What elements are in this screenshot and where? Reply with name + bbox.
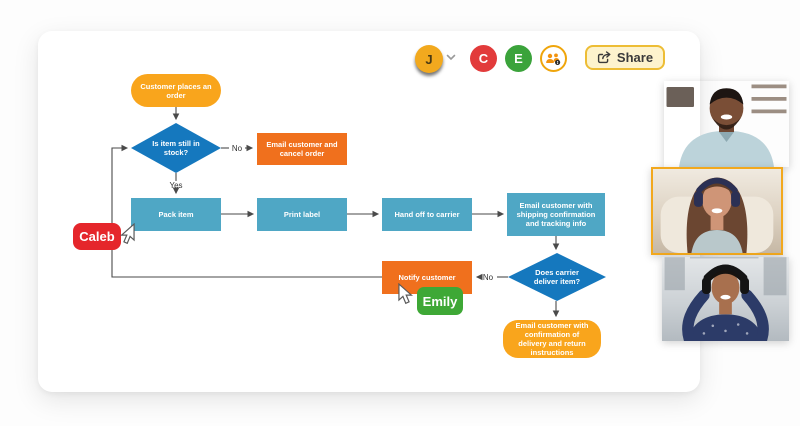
- node-label: Pack item: [158, 210, 194, 219]
- node-label: Customer places an order: [140, 81, 212, 100]
- collaborator-name: Emily: [422, 293, 458, 309]
- flow-node-handoff-carrier[interactable]: Hand off to carrier: [382, 198, 472, 231]
- flow-node-end[interactable]: Email customer with confirmation of deli…: [503, 320, 601, 358]
- collaborator-label-caleb: Caleb: [73, 223, 121, 250]
- cursor-pointer-caleb: [120, 223, 135, 245]
- avatar-initial: E: [514, 51, 523, 66]
- flow-node-print-label[interactable]: Print label: [257, 198, 347, 231]
- share-button[interactable]: Share: [585, 45, 665, 70]
- node-label: Email customer with shipping confirmatio…: [516, 201, 596, 228]
- collaborator-name: Caleb: [79, 229, 115, 244]
- video-tile-participant-1[interactable]: [664, 81, 789, 167]
- participant-1-photo: [666, 84, 787, 167]
- avatar-user-e[interactable]: E: [505, 45, 532, 72]
- avatar-user-c[interactable]: C: [470, 45, 497, 72]
- node-label: Does carrier deliver item?: [533, 268, 581, 286]
- collaborator-label-emily: Emily: [417, 287, 463, 315]
- edge-label-no-stock: No: [232, 144, 243, 153]
- share-icon: [597, 50, 611, 63]
- node-label: Is item still in stock?: [152, 139, 200, 157]
- node-label: Email customer and cancel order: [266, 140, 338, 158]
- flow-node-cancel-order[interactable]: Email customer and cancel order: [257, 133, 347, 165]
- node-label: Print label: [283, 210, 321, 219]
- flow-node-shipping-email[interactable]: Email customer with shipping confirmatio…: [507, 193, 605, 236]
- avatar-user-j[interactable]: J: [415, 45, 443, 73]
- avatar-initial: C: [478, 51, 489, 66]
- node-label: Email customer with confirmation of deli…: [515, 321, 589, 357]
- edge-label-yes-stock: Yes: [169, 181, 182, 190]
- video-tile-participant-2-active[interactable]: [651, 167, 783, 255]
- collaborators-group-button[interactable]: [540, 45, 567, 72]
- participant-2-photo: [660, 177, 774, 253]
- edge-label-no-deliver: No: [483, 273, 494, 282]
- group-people-icon: [546, 53, 561, 65]
- participant-3-photo: [664, 257, 787, 341]
- share-button-label: Share: [616, 50, 654, 65]
- flow-node-start[interactable]: Customer places an order: [131, 74, 221, 107]
- cursor-pointer-emily: [398, 283, 413, 305]
- flow-node-pack-item[interactable]: Pack item: [131, 198, 221, 231]
- avatar-initial: J: [425, 51, 433, 67]
- chevron-down-icon[interactable]: [446, 54, 456, 61]
- node-label: Notify customer: [398, 273, 456, 282]
- video-tile-participant-3[interactable]: [662, 257, 789, 341]
- node-label: Hand off to carrier: [394, 210, 460, 219]
